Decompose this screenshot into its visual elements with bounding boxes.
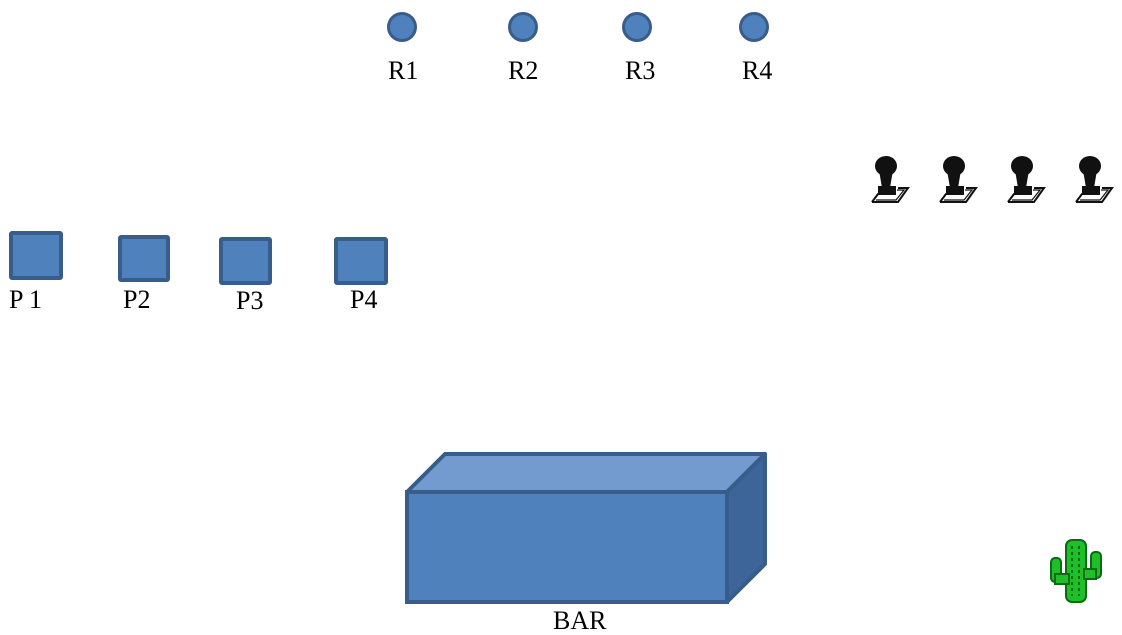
square-marker-p2	[118, 235, 170, 282]
marker-label: P 1	[9, 285, 42, 314]
marker-label: P2	[123, 285, 151, 314]
circle-shape	[387, 12, 417, 42]
marker-label: R2	[508, 56, 539, 85]
round-marker-r2: R2	[508, 12, 568, 92]
stamp-icon	[939, 156, 978, 203]
marker-label: R3	[625, 56, 656, 85]
marker-label: R4	[742, 56, 773, 85]
bar-front-face	[405, 490, 729, 604]
square-marker-p3	[219, 237, 272, 285]
square-marker-p1	[9, 231, 63, 280]
cactus-icon	[1050, 539, 1102, 603]
stamp-icon	[1007, 156, 1046, 203]
round-marker-r4: R4	[739, 12, 799, 92]
marker-label: R1	[388, 56, 419, 85]
stamp-icon	[871, 156, 910, 203]
round-marker-r3: R3	[622, 12, 682, 92]
bar-box	[405, 452, 767, 604]
circle-shape	[739, 12, 769, 42]
marker-label: P3	[236, 286, 264, 315]
stamp-icon	[1075, 156, 1114, 203]
square-marker-p4	[334, 237, 388, 285]
circle-shape	[622, 12, 652, 42]
bar-label: BAR	[553, 606, 607, 635]
stamp-icons-row	[871, 156, 1114, 203]
bar-top-face	[405, 452, 767, 494]
circle-shape	[508, 12, 538, 42]
round-marker-r1: R1	[387, 12, 447, 92]
marker-label: P4	[350, 285, 378, 314]
